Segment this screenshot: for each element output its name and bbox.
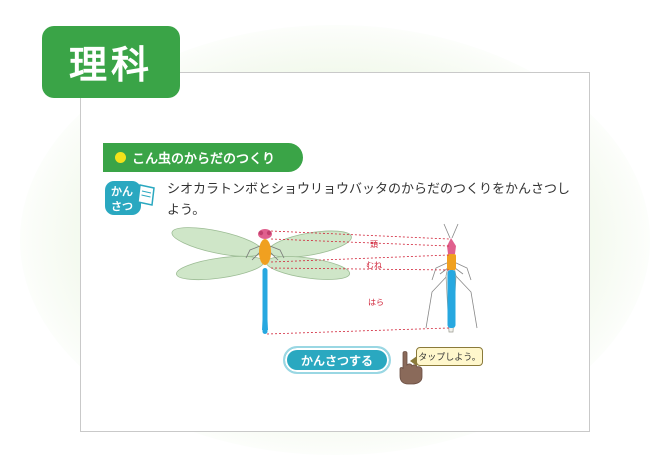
label-head: 頭 — [370, 240, 378, 249]
section-header: こん虫のからだのつくり — [103, 143, 303, 172]
badge-line2: さつ — [111, 200, 133, 213]
pointing-hand-icon — [399, 351, 423, 385]
tap-hint-bubble: タップしよう。 — [416, 347, 483, 366]
grasshopper — [425, 223, 478, 333]
dragonfly-body — [258, 229, 272, 334]
section-title: こん虫のからだのつくり — [132, 152, 276, 167]
dragonfly-legs — [245, 245, 285, 261]
label-chest: むね — [366, 261, 382, 270]
tap-hint-tail — [410, 356, 417, 366]
observe-button[interactable]: かんさつする — [283, 346, 391, 374]
badge-line1: かん — [111, 185, 133, 198]
observation-badge-icon: かん さつ — [105, 181, 155, 215]
instruction-text: シオカラトンボとショウリョウバッタのからだのつくりをかんさつしよう。 — [167, 182, 571, 218]
label-abdomen: はら — [368, 298, 384, 307]
insect-diagram: 頭 むね はら — [171, 223, 478, 335]
connector-lines — [266, 230, 450, 335]
subject-tab: 理科 — [42, 26, 180, 98]
subject-label: 理科 — [68, 42, 153, 87]
bullet-icon — [115, 152, 126, 163]
book-icon — [137, 184, 155, 206]
tap-hint-text: タップしよう。 — [418, 353, 481, 363]
